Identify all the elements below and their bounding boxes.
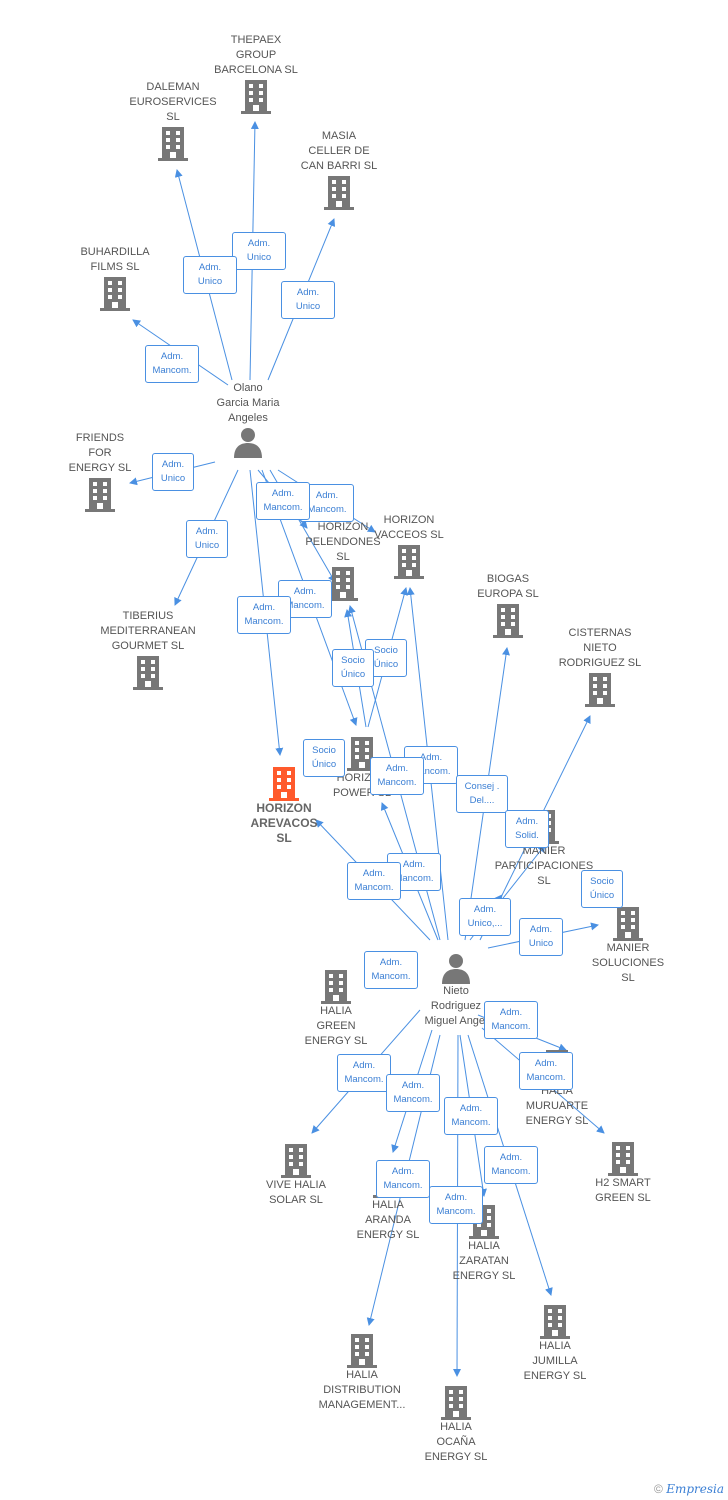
company-daleman[interactable]: DALEMAN EUROSERVICES SL — [108, 80, 238, 161]
building-icon — [613, 907, 643, 941]
building-icon — [85, 478, 115, 512]
building-icon — [608, 1142, 638, 1176]
edge-label[interactable]: Adm. Unico — [186, 520, 228, 558]
edge-label[interactable]: Adm. Mancom. — [145, 345, 199, 383]
person-label: Nieto Rodriguez Miguel Angel — [424, 985, 488, 1027]
company-distribution[interactable]: HALIA DISTRIBUTION MANAGEMENT... — [297, 1332, 427, 1413]
company-label: HALIA MURUARTE ENERGY SL — [525, 1085, 589, 1127]
edge-label[interactable]: Adm. Unico,... — [459, 898, 511, 936]
company-label: HORIZON VACCEOS SL — [374, 514, 444, 541]
building-icon — [281, 1144, 311, 1178]
company-label: HALIA JUMILLA ENERGY SL — [523, 1340, 587, 1382]
edge-label[interactable]: Adm. Mancom. — [484, 1146, 538, 1184]
edge-label[interactable]: Adm. Mancom. — [484, 1001, 538, 1039]
footer-brand: © Empresia — [654, 1482, 724, 1496]
company-thepaex[interactable]: THEPAEX GROUP BARCELONA SL — [191, 33, 321, 114]
company-h2[interactable]: H2 SMART GREEN SL — [558, 1140, 688, 1206]
company-friends[interactable]: FRIENDS FOR ENERGY SL — [35, 431, 165, 512]
company-pelendones[interactable]: HORIZON PELENDONES SL — [278, 520, 408, 601]
building-icon — [158, 127, 188, 161]
company-ocana[interactable]: HALIA OCAÑA ENERGY SL — [391, 1384, 521, 1465]
building-icon — [347, 737, 377, 771]
edge-label[interactable]: Adm. Mancom. — [386, 1074, 440, 1112]
company-haliagreen[interactable]: HALIA GREEN ENERGY SL — [271, 968, 401, 1049]
building-icon — [241, 80, 271, 114]
company-label: HALIA ZARATAN ENERGY SL — [452, 1240, 516, 1282]
company-label: H2 SMART GREEN SL — [595, 1177, 651, 1204]
edge-label[interactable]: Adm. Mancom. — [376, 1160, 430, 1198]
company-cisternas[interactable]: CISTERNAS NIETO RODRIGUEZ SL — [535, 626, 665, 707]
company-label: HORIZON PELENDONES SL — [305, 521, 381, 563]
edge-label[interactable]: Adm. Mancom. — [364, 951, 418, 989]
edge-label[interactable]: Adm. Mancom. — [337, 1054, 391, 1092]
company-maniersol[interactable]: MANIER SOLUCIONES SL — [563, 905, 693, 986]
company-label: BUHARDILLA FILMS SL — [80, 246, 150, 273]
edge-label[interactable]: Adm. Mancom. — [256, 482, 310, 520]
edge-label[interactable]: Adm. Mancom. — [370, 757, 424, 795]
edge-label[interactable]: Consej . Del.... — [456, 775, 508, 813]
company-label: DALEMAN EUROSERVICES SL — [129, 81, 217, 123]
company-masia[interactable]: MASIA CELLER DE CAN BARRI SL — [274, 129, 404, 210]
company-label: HALIA DISTRIBUTION MANAGEMENT... — [318, 1369, 406, 1411]
company-label: HALIA OCAÑA ENERGY SL — [424, 1421, 488, 1463]
copyright-icon: © — [654, 1482, 663, 1496]
company-jumilla[interactable]: HALIA JUMILLA ENERGY SL — [490, 1303, 620, 1384]
person-olano[interactable]: Olano Garcia Maria Angeles — [183, 381, 313, 458]
building-icon — [328, 567, 358, 601]
edge-label[interactable]: Adm. Mancom. — [444, 1097, 498, 1135]
company-label: BIOGAS EUROPA SL — [477, 573, 539, 600]
building-icon — [394, 545, 424, 579]
edge-label[interactable]: Adm. Mancom. — [429, 1186, 483, 1224]
building-icon — [441, 1386, 471, 1420]
building-icon — [321, 970, 351, 1004]
person-icon — [234, 428, 262, 458]
building-icon — [493, 604, 523, 638]
company-label: HALIA GREEN ENERGY SL — [304, 1005, 368, 1047]
company-vacceos[interactable]: HORIZON VACCEOS SL — [344, 513, 474, 579]
building-icon — [540, 1305, 570, 1339]
edge-label[interactable]: Socio Único — [581, 870, 623, 908]
company-label: MANIER SOLUCIONES SL — [591, 942, 665, 984]
person-label: Olano Garcia Maria Angeles — [216, 382, 280, 424]
edge-label[interactable]: Adm. Unico — [281, 281, 335, 319]
edge-label[interactable]: Socio Único — [332, 649, 374, 687]
building-icon — [133, 656, 163, 690]
edge-label[interactable]: Adm. Unico — [232, 232, 286, 270]
company-label: MANIER PARTICIPACIONES SL — [494, 845, 594, 887]
building-icon — [585, 673, 615, 707]
edge-label[interactable]: Adm. Mancom. — [237, 596, 291, 634]
company-label: MASIA CELLER DE CAN BARRI SL — [300, 130, 378, 172]
edge-label[interactable]: Adm. Unico — [152, 453, 194, 491]
company-label: HORIZON AREVACOS SL — [250, 801, 318, 845]
brand-logo: Empresia — [666, 1482, 724, 1496]
edge-label[interactable]: Adm. Mancom. — [519, 1052, 573, 1090]
building-icon — [324, 176, 354, 210]
building-icon — [100, 277, 130, 311]
edge-label[interactable]: Adm. Unico — [519, 918, 563, 956]
person-nieto[interactable]: Nieto Rodriguez Miguel Angel — [391, 952, 521, 1029]
company-label: THEPAEX GROUP BARCELONA SL — [214, 34, 298, 76]
person-icon — [442, 954, 470, 984]
edge-label[interactable]: Adm. Mancom. — [347, 862, 401, 900]
company-biogas[interactable]: BIOGAS EUROPA SL — [443, 572, 573, 638]
company-label: FRIENDS FOR ENERGY SL — [68, 432, 132, 474]
building-icon-focus — [269, 767, 299, 801]
company-label: CISTERNAS NIETO RODRIGUEZ SL — [558, 627, 642, 669]
company-arevacos-focus[interactable]: HORIZON AREVACOS SL — [219, 765, 349, 846]
company-label: TIBERIUS MEDITERRANEAN GOURMET SL — [100, 610, 196, 652]
edge-label[interactable]: Adm. Solid. — [505, 810, 549, 848]
company-label: HALIA ARANDA ENERGY SL — [356, 1199, 420, 1241]
company-vive[interactable]: VIVE HALIA SOLAR SL — [231, 1142, 361, 1208]
building-icon — [347, 1334, 377, 1368]
company-buhardilla[interactable]: BUHARDILLA FILMS SL — [50, 245, 180, 311]
edge-label[interactable]: Socio Único — [303, 739, 345, 777]
company-label: VIVE HALIA SOLAR SL — [266, 1179, 326, 1206]
company-tiberius[interactable]: TIBERIUS MEDITERRANEAN GOURMET SL — [83, 609, 213, 690]
edge-label[interactable]: Adm. Unico — [183, 256, 237, 294]
